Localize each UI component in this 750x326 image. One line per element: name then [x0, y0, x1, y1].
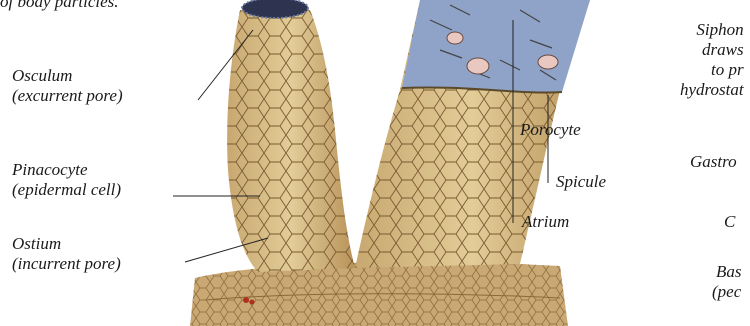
- label-osculum: Osculum (excurrent pore): [12, 66, 123, 106]
- atrium-cut-face: [402, 0, 590, 93]
- osculum-title: Osculum: [12, 66, 123, 86]
- label-ostium: Ostium (incurrent pore): [12, 234, 121, 274]
- label-spicule: Spicule: [556, 172, 606, 192]
- label-gastro-partial: Gastro: [690, 152, 737, 172]
- pinacocyte-title: Pinacocyte: [12, 160, 121, 180]
- sponge-base: [190, 262, 568, 326]
- label-atrium: Atrium: [522, 212, 569, 232]
- label-porocyte: Porocyte: [520, 120, 581, 140]
- label-pinacocyte: Pinacocyte (epidermal cell): [12, 160, 121, 200]
- ostium-title: Ostium: [12, 234, 121, 254]
- label-siphon-partial: Siphon draws to pr hydrostat: [684, 20, 744, 100]
- left-sponge-tube: [227, 0, 355, 272]
- osculum-subtitle: (excurrent pore): [12, 86, 123, 106]
- label-c-partial: C: [724, 212, 735, 232]
- pinacocyte-subtitle: (epidermal cell): [12, 180, 121, 200]
- label-basal-partial: Bas (pec: [716, 262, 742, 302]
- label-top-left-partial: of body particles.: [0, 0, 119, 12]
- ostium-subtitle: (incurrent pore): [12, 254, 121, 274]
